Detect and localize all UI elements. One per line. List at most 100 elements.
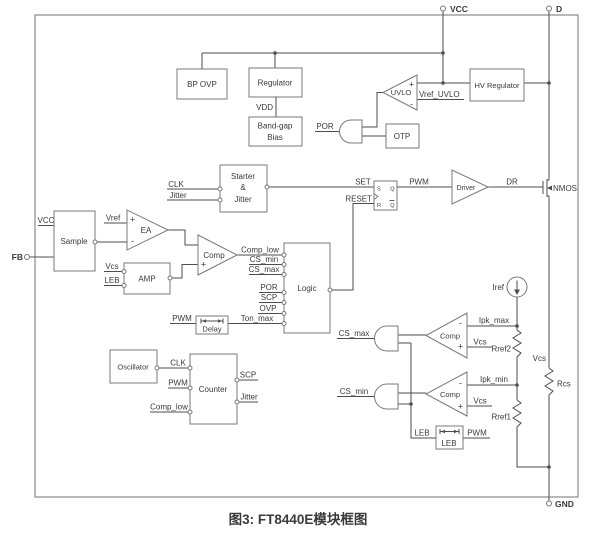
- ea-label: EA: [141, 226, 152, 235]
- block-starter-label3: Jitter: [234, 195, 252, 204]
- comp-min-minus-sign: -: [459, 378, 462, 388]
- port: [234, 399, 240, 405]
- block-bp-ovp: BP OVP: [176, 68, 228, 100]
- junction-dot: [515, 383, 519, 387]
- signal-clk-starter: CLK: [168, 180, 184, 189]
- signal-rref1: Rref1: [491, 413, 511, 422]
- figure-caption: 图3: FT8440E模块框图: [229, 511, 368, 527]
- leb-arrow-icon: [439, 429, 460, 434]
- resistor-rref2: [512, 329, 522, 358]
- and-gate-cs-max: [374, 325, 399, 352]
- port: [121, 269, 127, 274]
- signal-iref: Iref: [492, 283, 504, 292]
- junction-dots: [273, 51, 551, 469]
- junction-dot: [409, 402, 413, 406]
- block-bandgap-bias: Band-gap Bias: [248, 116, 303, 147]
- ea-minus-sign: -: [131, 236, 134, 246]
- signal-rref2: Rref2: [491, 345, 511, 354]
- junction-dot: [547, 465, 551, 469]
- block-starter-jitter: Starter & Jitter: [219, 164, 268, 213]
- signal-pwm-counter: PWM: [168, 379, 188, 388]
- signal-pwm-ff: PWM: [409, 178, 429, 187]
- comp-ipk-max-comparator: Comp - +: [424, 312, 468, 359]
- nmos-transistor: [542, 179, 552, 197]
- port: [187, 385, 193, 391]
- block-sample-label: Sample: [60, 237, 88, 246]
- block-otp: OTP: [385, 123, 420, 149]
- ea-plus-sign: +: [130, 215, 135, 225]
- wires: [29, 11, 550, 501]
- wire-ea-out: [168, 229, 198, 246]
- pin-gnd-terminal: [546, 500, 552, 507]
- signal-por-in: POR: [260, 283, 278, 292]
- pin-d-terminal: [546, 5, 552, 12]
- signal-scp-counter: SCP: [240, 371, 256, 380]
- sr-flipflop: S Q R Q: [373, 180, 398, 211]
- block-leb-label: LEB: [441, 439, 456, 448]
- block-leb: LEB: [435, 425, 464, 450]
- port: [264, 184, 270, 190]
- block-starter-label1: Starter: [231, 172, 255, 181]
- signal-scp-in: SCP: [261, 293, 277, 302]
- port-circles: [24, 5, 552, 507]
- signal-reset: RESET: [345, 195, 372, 204]
- signal-pwm-delay: PWM: [172, 314, 192, 323]
- ea-amplifier: EA + -: [126, 209, 170, 251]
- signal-cs-max-gate: CS_max: [339, 329, 370, 338]
- pin-fb-label: FB: [12, 252, 23, 262]
- block-starter-label2: &: [240, 183, 246, 192]
- iref-current-source: [506, 276, 528, 298]
- signal-jitter-starter: Jitter: [169, 191, 187, 200]
- port: [281, 321, 287, 326]
- port: [234, 377, 240, 383]
- pin-d-label: D: [556, 4, 562, 14]
- uvlo-minus-sign: -: [410, 99, 413, 109]
- driver-label: Driver: [457, 185, 476, 192]
- comp-main-plus-sign: +: [201, 260, 206, 270]
- wire-uvlo-out: [362, 92, 383, 128]
- resistor-rcs: [544, 367, 554, 396]
- signal-ipk-min: Ipk_min: [480, 375, 508, 384]
- signal-cs-min-in: CS_min: [250, 255, 278, 264]
- junction-dot: [441, 81, 445, 85]
- wire-leb-vertical: [410, 343, 436, 439]
- signal-vcs-comp2: Vcs: [473, 397, 486, 406]
- flipflop-r-label: R: [377, 203, 381, 209]
- wire-amp-out: [170, 264, 198, 279]
- port: [281, 252, 287, 258]
- uvlo-comparator: UVLO + -: [381, 74, 418, 111]
- port: [187, 409, 193, 415]
- comp-main-comparator: Comp +: [197, 234, 239, 276]
- signal-vref-uvlo: Vref_UVLO: [419, 90, 460, 99]
- signal-jitter-counter: Jitter: [240, 393, 258, 402]
- block-otp-label: OTP: [394, 132, 410, 141]
- port: [121, 283, 127, 288]
- flipflop-q-label: Q: [390, 187, 395, 193]
- flipflop-qbar-label: Q: [390, 203, 395, 209]
- block-oscillator: Oscillator: [109, 349, 158, 384]
- signal-por-gate-out: POR: [316, 122, 334, 131]
- chip-boundary: [34, 14, 579, 498]
- resistor-rref1: [512, 399, 522, 428]
- signal-vcs-comp1: Vcs: [473, 338, 486, 347]
- comp-main-label: Comp: [203, 251, 225, 260]
- port: [187, 365, 193, 371]
- port: [327, 287, 333, 293]
- comp-min-plus-sign: +: [458, 402, 463, 412]
- block-regulator-label: Regulator: [258, 79, 293, 88]
- driver-buffer: Driver: [451, 169, 490, 205]
- signal-vdd: VDD: [256, 103, 273, 112]
- block-hv-regulator: HV Regulator: [469, 68, 525, 102]
- block-sample: Sample: [53, 210, 96, 272]
- signal-ipk-max: Ipk_max: [479, 316, 509, 325]
- block-amp-label: AMP: [138, 275, 155, 284]
- junction-dot: [547, 81, 551, 85]
- block-hv-regulator-label: HV Regulator: [474, 81, 520, 90]
- port: [281, 311, 287, 316]
- signal-ovp-in: OVP: [260, 304, 277, 313]
- signal-cs-min-gate: CS_min: [340, 387, 368, 396]
- block-bandgap-label2: Bias: [267, 133, 283, 142]
- signal-rcs: Rcs: [557, 380, 571, 389]
- port: [154, 365, 160, 371]
